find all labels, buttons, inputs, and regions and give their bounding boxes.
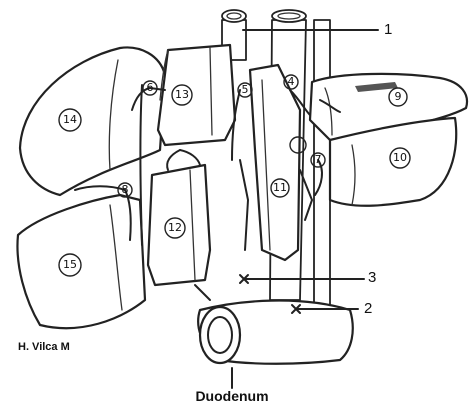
svg-text:9: 9 — [395, 90, 402, 103]
segment-10-shape — [328, 116, 458, 207]
svg-text:1: 1 — [384, 21, 392, 38]
duodenum-shape — [194, 284, 354, 365]
author-credit: H. Vilca M — [18, 341, 70, 353]
segment-6-label: 6 — [142, 80, 158, 96]
svg-text:6: 6 — [147, 81, 154, 94]
segment-15-shape — [16, 193, 147, 330]
segment-13-shape — [156, 43, 237, 147]
svg-text:12: 12 — [168, 221, 182, 234]
callout-2: 2 — [291, 300, 372, 317]
segment-5-label: 5 — [237, 82, 253, 98]
segment-12-label: 12 — [164, 217, 186, 239]
segment-15-label: 15 — [58, 253, 82, 277]
svg-text:7: 7 — [315, 153, 322, 166]
segment-labels: 4 5 6 7 8 9 10 11 — [58, 74, 411, 277]
diagram-caption: Duodenum — [195, 388, 268, 404]
segment-14-shape — [18, 46, 167, 197]
svg-text:11: 11 — [273, 181, 287, 194]
svg-text:14: 14 — [63, 113, 77, 126]
svg-text:15: 15 — [63, 258, 77, 271]
svg-text:13: 13 — [175, 88, 189, 101]
svg-text:4: 4 — [288, 75, 295, 88]
svg-text:3: 3 — [368, 269, 376, 286]
segment-11-label: 11 — [270, 178, 290, 198]
svg-text:2: 2 — [364, 300, 372, 317]
callout-3: 3 — [239, 269, 376, 286]
svg-text:8: 8 — [122, 183, 129, 196]
segment-4-label: 4 — [283, 74, 299, 90]
segment-13-label: 13 — [171, 84, 193, 106]
segment-11-shape — [248, 63, 302, 262]
svg-text:10: 10 — [393, 151, 407, 164]
svg-text:5: 5 — [242, 83, 249, 96]
segment-8-label: 8 — [117, 182, 133, 198]
segment-9-label: 9 — [388, 87, 408, 107]
segment-14-label: 14 — [58, 108, 82, 132]
hepatic-branches — [74, 84, 341, 251]
callout-1: 1 — [242, 21, 392, 38]
segment-16-mark — [289, 136, 307, 154]
segment-10-label: 10 — [389, 147, 411, 169]
segment-7-label: 7 — [310, 152, 326, 168]
